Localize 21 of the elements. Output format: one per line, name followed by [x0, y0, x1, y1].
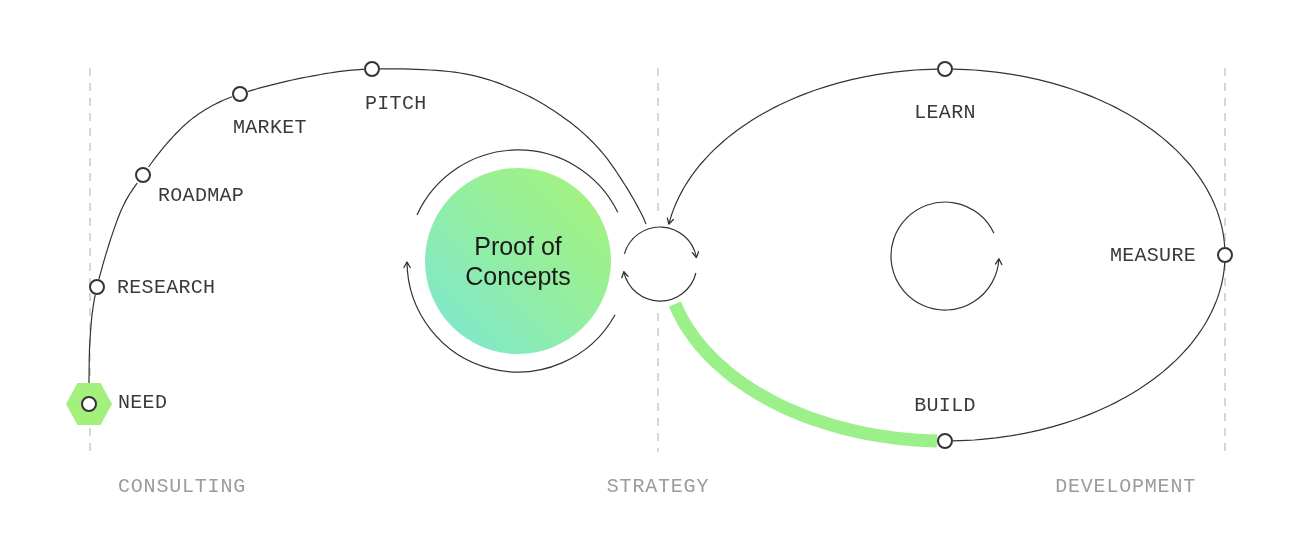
stage-label: RESEARCH — [117, 276, 216, 300]
curve-line — [148, 96, 233, 168]
curve-line — [379, 68, 647, 225]
curved-arrow — [666, 68, 938, 225]
stage-label: ROADMAP — [158, 184, 245, 208]
curve-line — [952, 262, 1226, 442]
stage-label: MEASURE — [1109, 244, 1196, 268]
stage-label: NEED — [118, 391, 168, 415]
stage-label: LEARN — [914, 101, 976, 125]
stage-label: MARKET — [233, 116, 307, 140]
curve-line — [88, 294, 96, 384]
curve-line — [98, 182, 138, 280]
stage-label: PITCH — [365, 92, 427, 116]
stage-label: BUILD — [914, 394, 976, 418]
node-title: Proof of Concepts — [464, 231, 572, 291]
curve-line — [952, 68, 1226, 248]
curve-line — [247, 68, 365, 92]
section-label: CONSULTING — [118, 475, 247, 499]
thick-curve-line — [668, 301, 938, 448]
section-label: STRATEGY — [606, 475, 710, 499]
section-label: DEVELOPMENT — [1055, 475, 1196, 499]
